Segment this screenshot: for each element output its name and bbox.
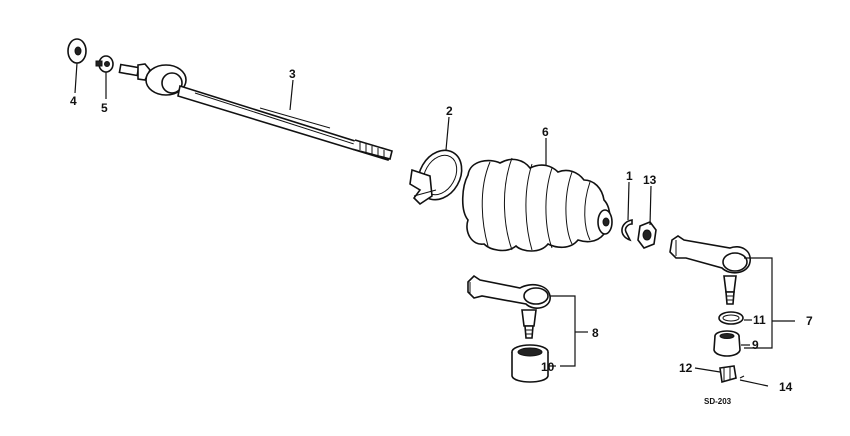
label-14: 14 [779,380,793,394]
label-8: 8 [592,326,599,340]
label-13: 13 [643,173,657,187]
label-6: 6 [542,125,549,139]
dust-seal-part-9 [713,330,741,357]
washer-part-4 [67,38,87,64]
label-10: 10 [541,360,555,374]
label-4: 4 [70,94,77,108]
label-9: 9 [752,338,759,352]
drawing-code: SD-203 [704,397,732,406]
leader-lines [74,62,795,373]
steering-boot-part-6 [461,157,613,252]
lock-nut-part-13 [637,221,657,249]
dust-boot-part-10 [511,344,549,383]
ring-part-11 [718,311,744,325]
label-11: 11 [753,313,766,327]
label-5: 5 [101,101,108,115]
callout-labels: 4 5 3 2 6 1 13 11 7 9 8 10 12 14 [70,67,813,394]
label-3: 3 [289,67,296,81]
label-2: 2 [446,104,453,118]
label-1: 1 [626,169,633,183]
tie-rod-end-part-7 [669,235,751,305]
clip-part-1 [621,219,633,242]
tie-rod-part-3 [118,63,393,162]
boot-clamp-part-2 [409,149,463,206]
cotter-pin-part-14 [739,375,769,387]
castle-nut-part-12 [719,365,737,384]
tie-rod-end-part-8 [467,274,551,339]
label-12: 12 [679,361,693,375]
lock-plate-part-5 [95,55,114,73]
label-7: 7 [806,314,813,328]
